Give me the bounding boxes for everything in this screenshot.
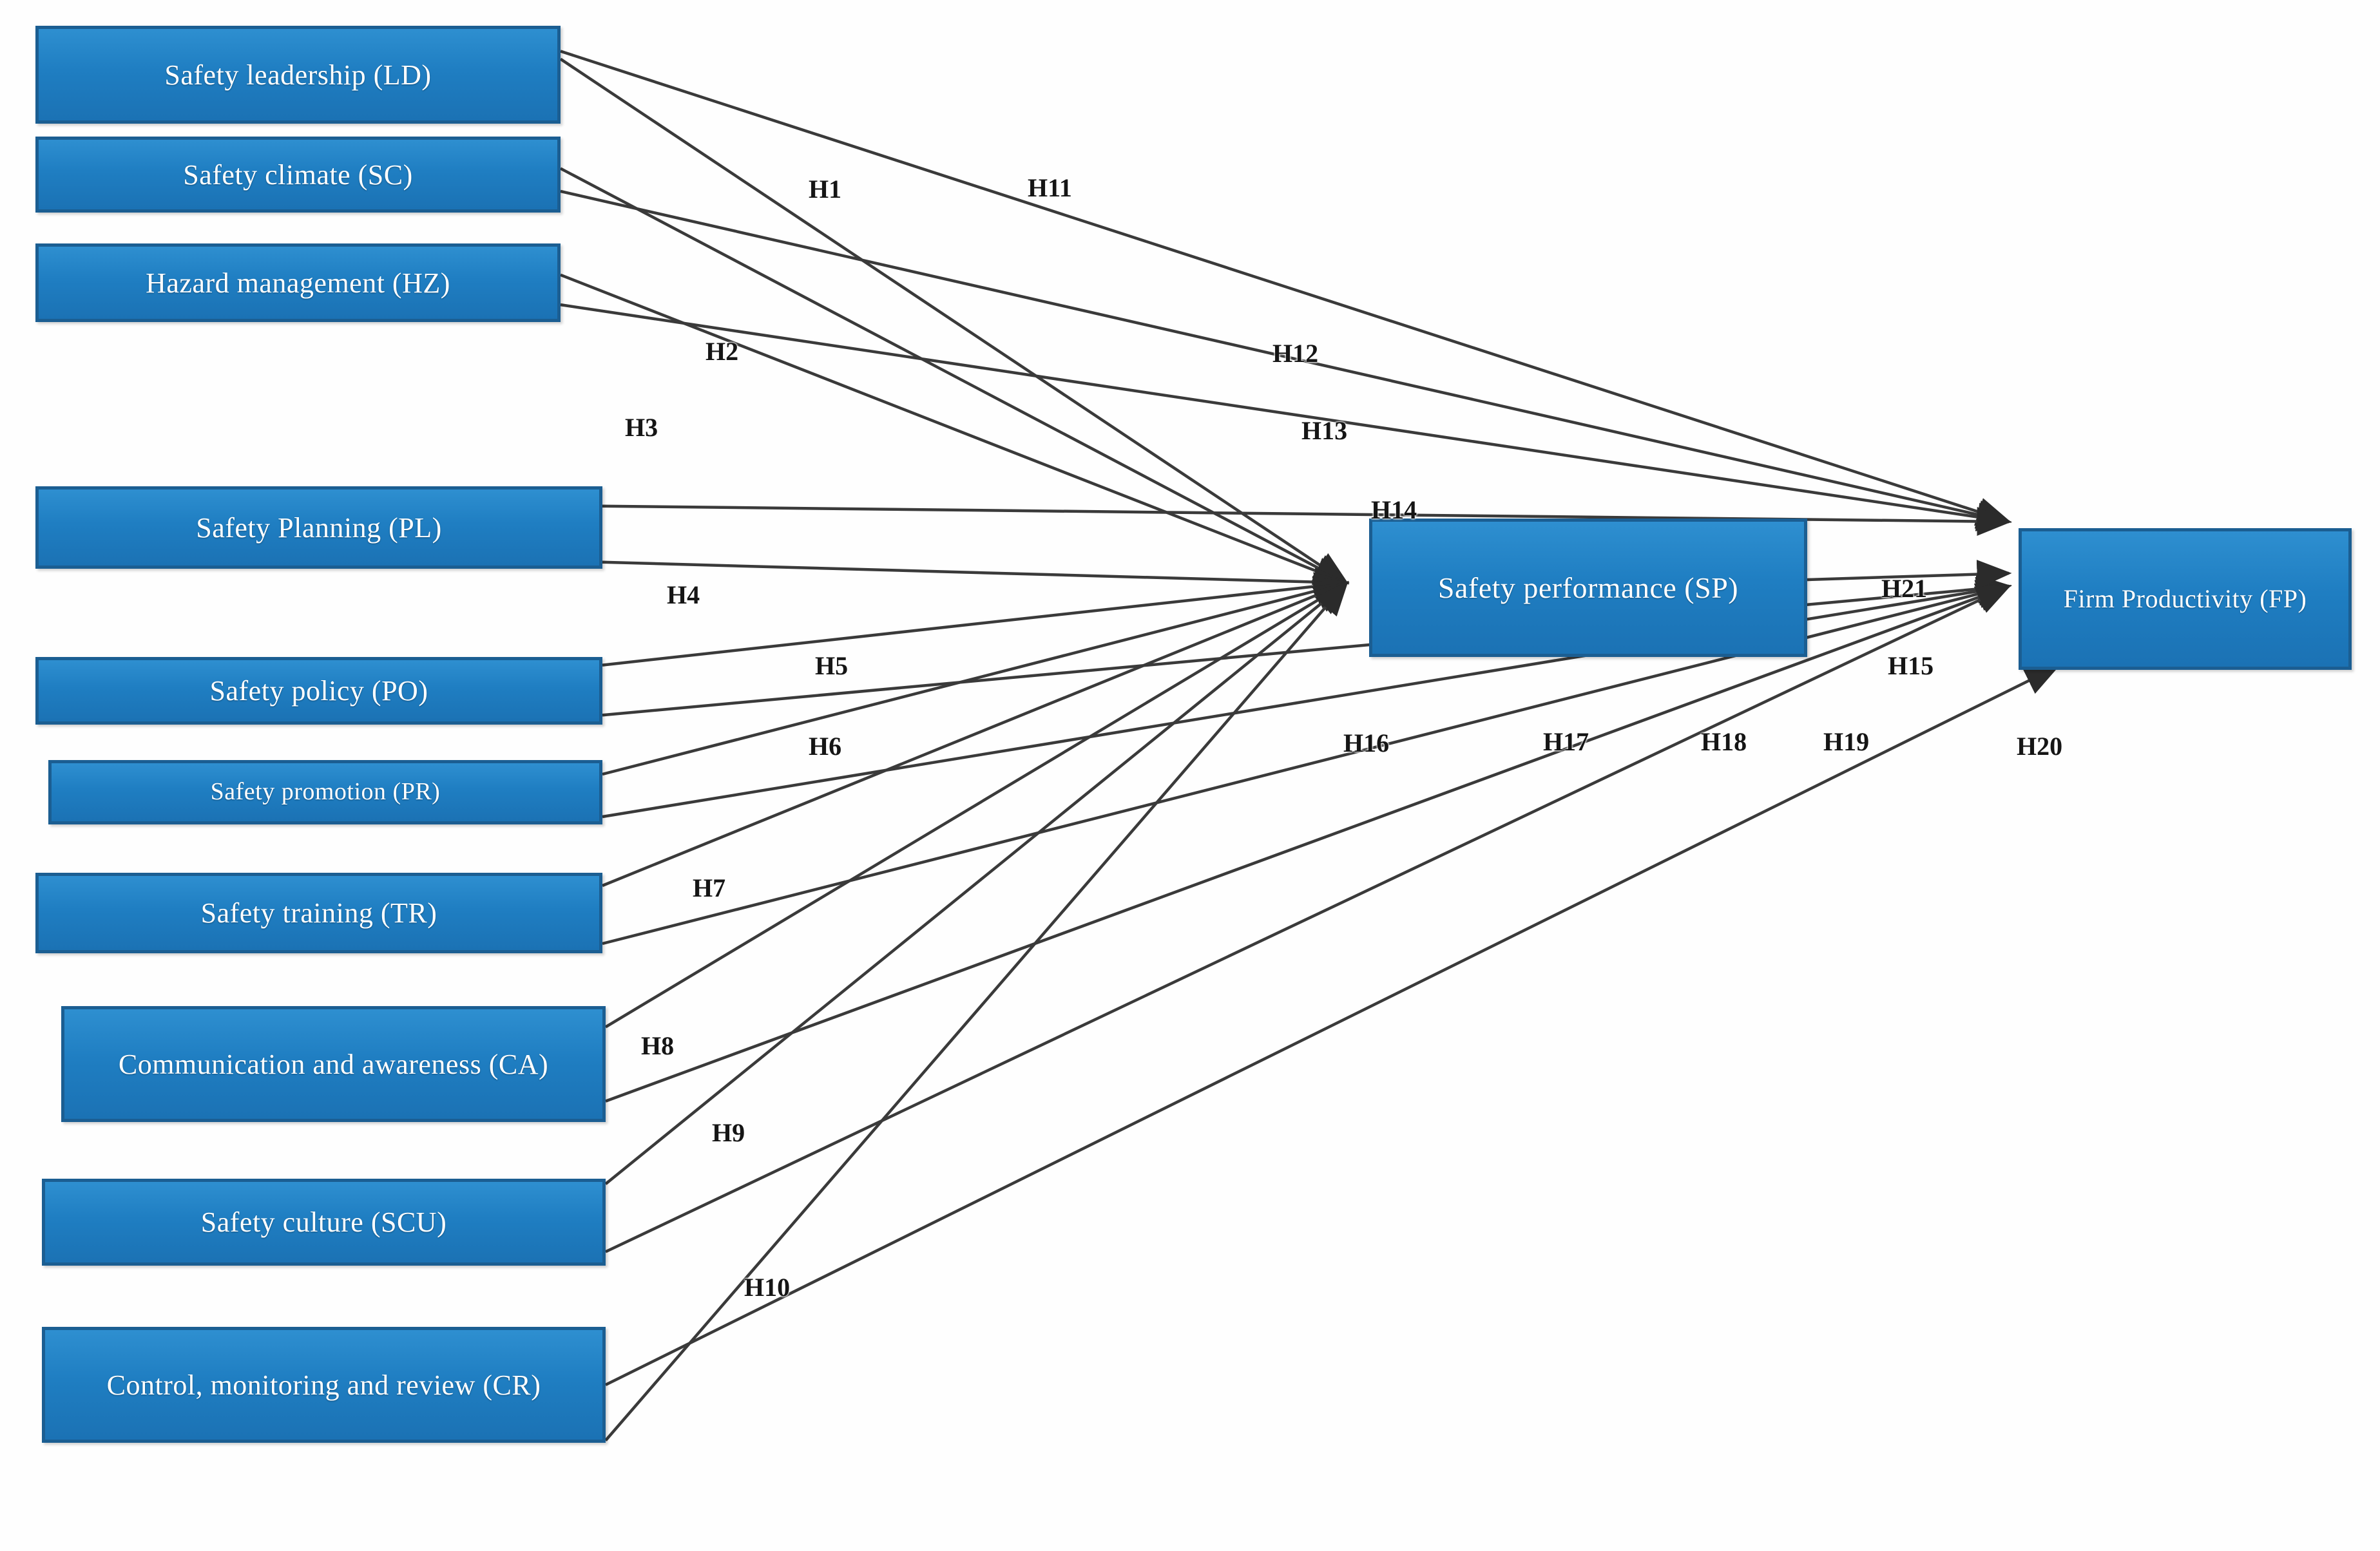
- edge-label-h11: H11: [1028, 173, 1072, 202]
- node-control-monitoring-review[interactable]: Control, monitoring and review (CR): [42, 1327, 606, 1443]
- edge-hz-to-fp: [560, 303, 2012, 531]
- node-label: Firm Productivity (FP): [2063, 584, 2307, 613]
- node-label: Safety Planning (PL): [196, 511, 442, 544]
- edge-po-to-sp: [602, 572, 1350, 667]
- edge-label-h12: H12: [1272, 339, 1319, 368]
- node-label: Hazard management (HZ): [146, 267, 450, 299]
- edge-label-h18: H18: [1701, 727, 1747, 756]
- edge-tr-to-sp: [602, 581, 1350, 888]
- node-label: Control, monitoring and review (CR): [106, 1369, 541, 1401]
- edge-label-h5: H5: [815, 651, 849, 680]
- node-label: Safety climate (SC): [183, 158, 413, 191]
- edge-label-h21: H21: [1881, 574, 1928, 603]
- node-firm-productivity[interactable]: Firm Productivity (FP): [2019, 528, 2352, 670]
- edge-label-h9: H9: [712, 1118, 745, 1147]
- node-label: Safety leadership (LD): [164, 59, 432, 91]
- edge-label-h7: H7: [693, 873, 726, 902]
- edge-label-h17: H17: [1543, 727, 1589, 756]
- edge-pr-to-sp: [602, 576, 1350, 776]
- edge-label-h2: H2: [705, 337, 739, 366]
- edge-pl-to-sp: [602, 560, 1350, 597]
- edge-label-h15: H15: [1888, 651, 1934, 680]
- edges-to-safety-performance: [559, 57, 1350, 1442]
- edge-label-h6: H6: [809, 732, 842, 761]
- node-communication-awareness[interactable]: Communication and awareness (CA): [61, 1006, 606, 1122]
- edge-ca-to-sp: [604, 581, 1349, 1029]
- node-safety-training[interactable]: Safety training (TR): [35, 873, 602, 953]
- node-label: Safety performance (SP): [1437, 571, 1739, 604]
- edge-label-h19: H19: [1823, 727, 1870, 756]
- edges-to-firm-productivity: [560, 50, 2060, 1387]
- edge-scu-to-fp: [605, 584, 2012, 1253]
- edge-label-h4: H4: [667, 580, 700, 609]
- edge-label-h8: H8: [641, 1031, 675, 1060]
- edge-label-h20: H20: [2017, 732, 2063, 761]
- node-label: Safety promotion (PR): [210, 778, 441, 806]
- node-hazard-management[interactable]: Hazard management (HZ): [35, 243, 561, 322]
- edge-ld-to-fp: [560, 50, 2012, 526]
- edge-hz-to-sp: [560, 273, 1350, 585]
- node-safety-culture[interactable]: Safety culture (SCU): [42, 1179, 606, 1266]
- edge-cr-to-sp: [604, 580, 1348, 1442]
- node-safety-promotion[interactable]: Safety promotion (PR): [48, 760, 602, 824]
- node-label: Safety culture (SCU): [200, 1206, 447, 1238]
- node-label: Communication and awareness (CA): [118, 1048, 549, 1080]
- node-safety-planning[interactable]: Safety Planning (PL): [35, 486, 602, 569]
- edge-label-h13: H13: [1301, 416, 1348, 445]
- node-label: Safety training (TR): [200, 897, 437, 929]
- node-safety-performance[interactable]: Safety performance (SP): [1369, 519, 1807, 657]
- node-safety-policy[interactable]: Safety policy (PO): [35, 657, 602, 725]
- edge-sc-to-sp: [559, 167, 1349, 585]
- edge-label-h10: H10: [744, 1273, 791, 1302]
- edge-label-h16: H16: [1343, 728, 1390, 757]
- edge-cr-to-fp: [605, 665, 2060, 1387]
- edge-label-h14: H14: [1371, 495, 1417, 524]
- node-safety-climate[interactable]: Safety climate (SC): [35, 137, 561, 213]
- edge-label-h3: H3: [625, 413, 658, 442]
- node-safety-leadership[interactable]: Safety leadership (LD): [35, 26, 561, 124]
- node-label: Safety policy (PO): [209, 675, 428, 707]
- edge-ld-to-sp: [559, 57, 1349, 585]
- edge-label-h1: H1: [809, 175, 842, 204]
